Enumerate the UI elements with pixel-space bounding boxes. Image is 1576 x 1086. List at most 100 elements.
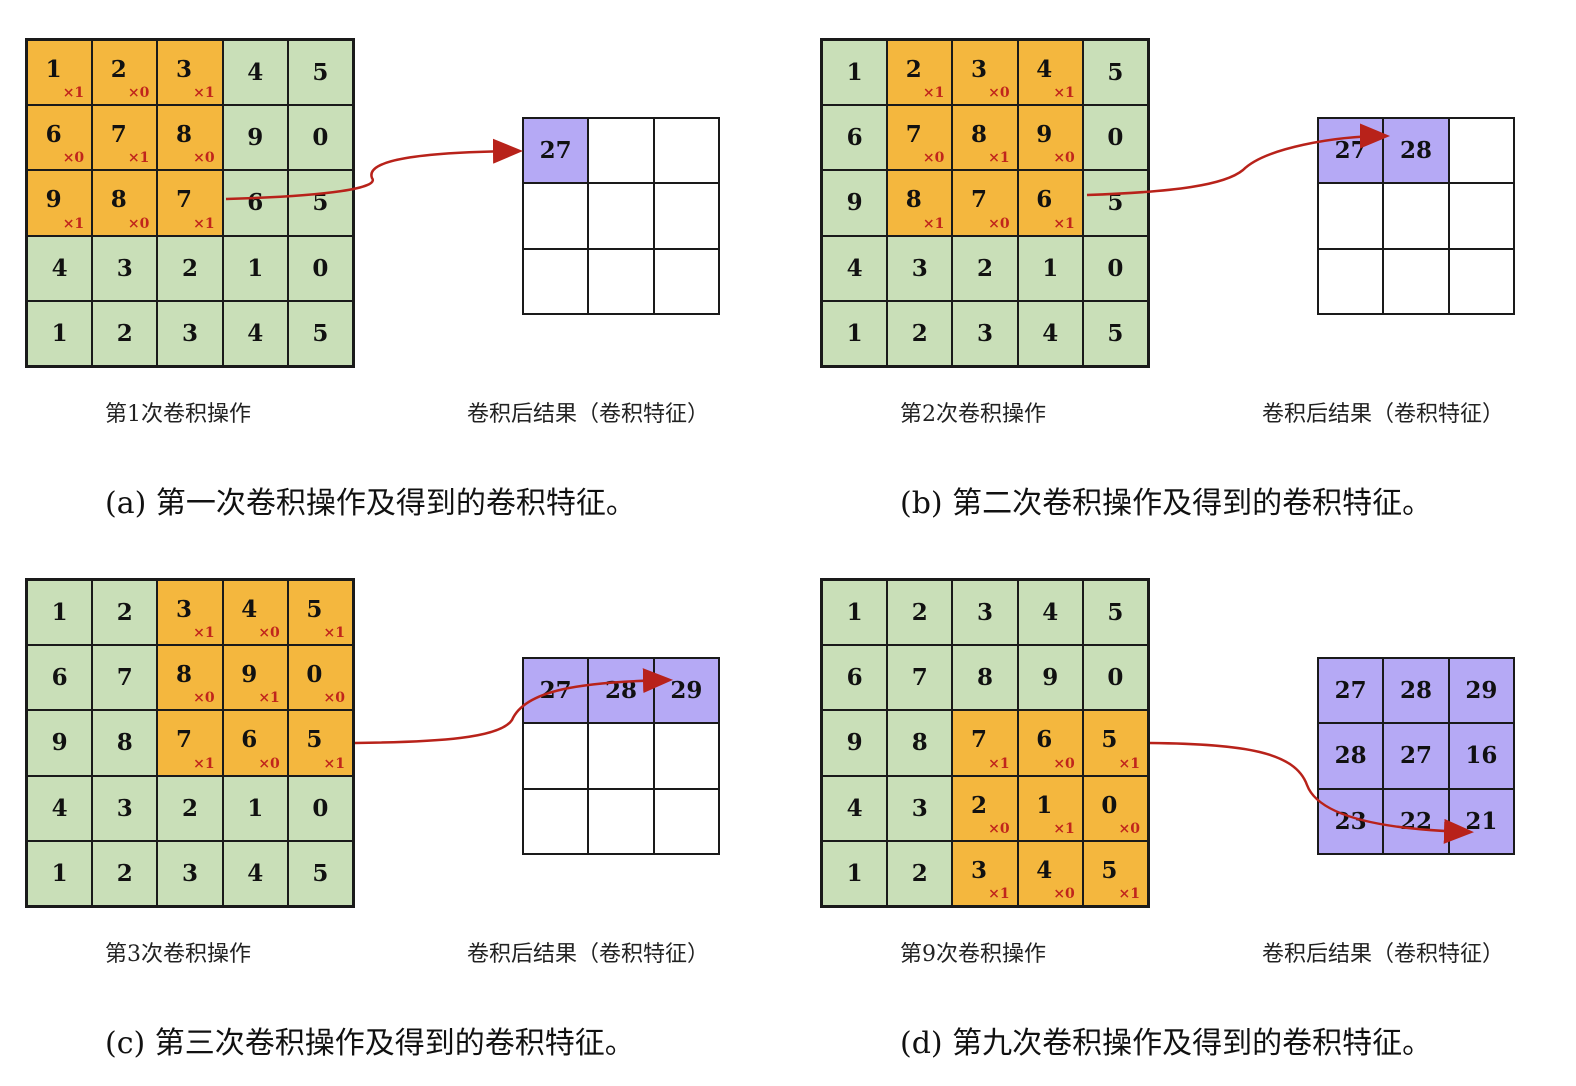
cell-value: 8 bbox=[116, 729, 133, 757]
kernel-cell: 1×1 bbox=[1017, 775, 1083, 841]
input-cell: 8 bbox=[952, 645, 1018, 711]
input-cell: 4 bbox=[822, 235, 888, 301]
feature-cell: 28 bbox=[588, 658, 654, 724]
feature-cell bbox=[1318, 248, 1384, 314]
input-cell: 4 bbox=[822, 775, 888, 841]
cell-value: 5 bbox=[1101, 726, 1118, 754]
kernel-weight: ×1 bbox=[193, 85, 215, 102]
input-cell: 3 bbox=[952, 300, 1018, 366]
input-cell: 6 bbox=[27, 645, 93, 711]
cell-value: 6 bbox=[1036, 726, 1053, 754]
input-cell: 4 bbox=[222, 300, 288, 366]
kernel-weight: ×1 bbox=[258, 690, 280, 707]
input-cell: 5 bbox=[287, 170, 353, 236]
cell-value: 6 bbox=[846, 664, 863, 692]
input-cell: 6 bbox=[222, 170, 288, 236]
cell-value: 8 bbox=[911, 729, 928, 757]
input-cell: 2 bbox=[92, 300, 158, 366]
cell-value: 3 bbox=[175, 596, 192, 624]
cell-value: 1 bbox=[846, 319, 863, 347]
input-cell: 7 bbox=[887, 645, 953, 711]
step-label: 第2次卷积操作 bbox=[900, 402, 1046, 427]
step-label: 第3次卷积操作 bbox=[105, 942, 251, 967]
kernel-cell: 9×1 bbox=[222, 645, 288, 711]
cell-value: 9 bbox=[846, 729, 863, 757]
cell-value: 6 bbox=[45, 121, 62, 149]
kernel-cell: 9×0 bbox=[1017, 105, 1083, 171]
cell-value: 1 bbox=[247, 794, 264, 822]
kernel-weight: ×0 bbox=[127, 215, 150, 232]
input-cell: 7 bbox=[92, 645, 158, 711]
feature-cell bbox=[523, 183, 589, 249]
cell-value: 6 bbox=[51, 664, 68, 692]
kernel-weight: ×1 bbox=[193, 755, 215, 772]
cell-value: 8 bbox=[175, 121, 192, 149]
result-label: 卷积后结果（卷积特征） bbox=[1262, 402, 1505, 427]
feature-cell: 27 bbox=[1383, 723, 1449, 789]
input-cell: 4 bbox=[1017, 580, 1083, 646]
kernel-weight: ×0 bbox=[1053, 755, 1075, 772]
input-cell: 4 bbox=[27, 235, 93, 301]
cell-value: 6 bbox=[247, 189, 264, 217]
cell-value: 6 bbox=[846, 124, 863, 152]
input-cell: 3 bbox=[887, 775, 953, 841]
input-cell: 2 bbox=[887, 300, 953, 366]
kernel-cell: 3×0 bbox=[952, 40, 1018, 106]
cell-value: 9 bbox=[247, 124, 264, 152]
feature-cell: 23 bbox=[1318, 788, 1384, 854]
input-cell: 3 bbox=[92, 775, 158, 841]
kernel-weight: ×0 bbox=[988, 215, 1010, 232]
cell-value: 3 bbox=[181, 319, 198, 347]
cell-value: 2 bbox=[181, 794, 198, 822]
feature-cell bbox=[653, 788, 719, 854]
cell-value: 2 bbox=[911, 599, 928, 627]
kernel-weight: ×0 bbox=[193, 690, 215, 707]
kernel-weight: ×0 bbox=[193, 150, 215, 167]
input-cell: 3 bbox=[157, 840, 223, 906]
input-cell: 2 bbox=[157, 775, 223, 841]
cell-value: 2 bbox=[116, 859, 133, 887]
figure-caption: (a) 第一次卷积操作及得到的卷积特征。 bbox=[105, 486, 636, 521]
cell-value: 0 bbox=[306, 661, 323, 689]
input-cell: 3 bbox=[157, 300, 223, 366]
cell-value: 5 bbox=[312, 189, 329, 217]
kernel-weight: ×0 bbox=[988, 85, 1010, 102]
kernel-weight: ×1 bbox=[1118, 885, 1140, 902]
cell-value: 4 bbox=[846, 794, 863, 822]
cell-value: 8 bbox=[110, 186, 127, 214]
cell-value: 3 bbox=[911, 254, 928, 282]
feature-cell: 27 bbox=[523, 658, 589, 724]
cell-value: 2 bbox=[976, 254, 993, 282]
cell-value: 9 bbox=[45, 186, 62, 214]
kernel-weight: ×1 bbox=[1053, 85, 1075, 102]
input-cell: 2 bbox=[92, 840, 158, 906]
kernel-weight: ×1 bbox=[323, 625, 345, 642]
cell-value: 2 bbox=[911, 859, 928, 887]
cell-value: 1 bbox=[1042, 254, 1059, 282]
cell-value: 5 bbox=[1107, 59, 1124, 87]
input-cell: 3 bbox=[952, 580, 1018, 646]
cell-value: 1 bbox=[51, 859, 68, 887]
cell-value: 3 bbox=[970, 56, 987, 84]
cell-value: 7 bbox=[970, 186, 987, 214]
cell-value: 7 bbox=[175, 186, 192, 214]
cell-value: 3 bbox=[911, 794, 928, 822]
cell-value: 1 bbox=[1036, 791, 1053, 819]
input-cell: 9 bbox=[822, 710, 888, 776]
input-cell: 5 bbox=[1082, 170, 1148, 236]
step-label: 第1次卷积操作 bbox=[105, 402, 251, 427]
kernel-cell: 7×0 bbox=[952, 170, 1018, 236]
kernel-cell: 5×1 bbox=[1082, 710, 1148, 776]
input-cell: 5 bbox=[1082, 300, 1148, 366]
cell-value: 0 bbox=[1107, 124, 1124, 152]
feature-cell bbox=[588, 788, 654, 854]
cell-value: 4 bbox=[1036, 56, 1053, 84]
kernel-weight: ×1 bbox=[988, 755, 1010, 772]
kernel-cell: 5×1 bbox=[287, 580, 353, 646]
feature-cell bbox=[588, 723, 654, 789]
kernel-weight: ×1 bbox=[922, 215, 945, 232]
